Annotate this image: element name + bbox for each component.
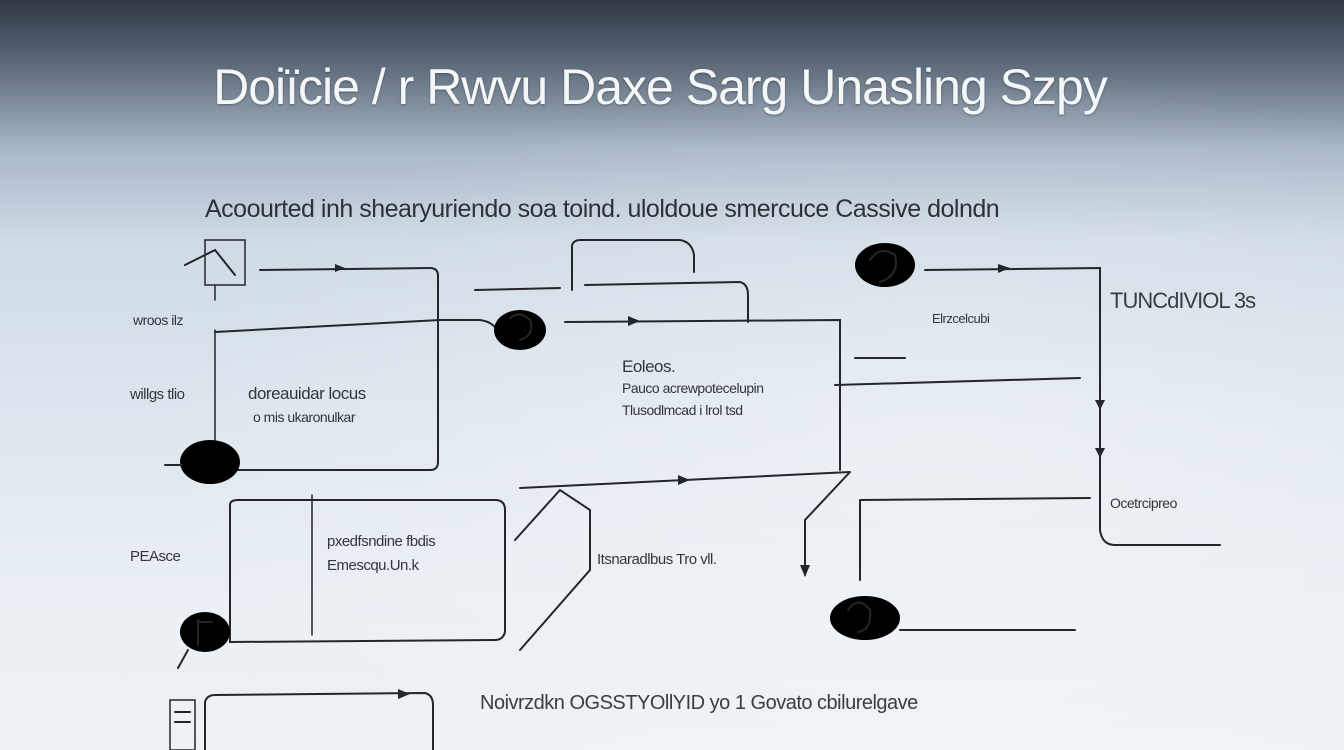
box1-line2: o mis ukaronulkar	[253, 409, 356, 425]
center-line1: Pauco acrewpotecelupin	[622, 380, 764, 396]
connector-left-box	[229, 266, 439, 471]
box1-line1: doreauidar locus	[248, 384, 366, 403]
diagram-title: Doiïcie / r Rwvu Daxe Sarg Unasling Szpy	[213, 59, 1108, 115]
document-icon-top-left	[184, 239, 246, 301]
swirl-icon-top-right	[855, 243, 915, 287]
swirl-icon-bottom-right	[830, 596, 900, 640]
label-left-mid: willgs tlio	[130, 386, 185, 403]
box2-line2: Emescqu.Un.k	[327, 557, 419, 574]
diagram-subtitle: Acoourted inh shearyuriendo soa toind. u…	[205, 195, 1000, 223]
label-left-top: wroos ilz	[133, 312, 183, 328]
right-small-label: Elrzcelcubi	[932, 311, 990, 326]
right-title: TUNCdIVIOL 3s	[1110, 288, 1256, 313]
center-line2: Tlusodlmcad i lrol tsd	[622, 402, 743, 418]
center-title: Eoleos.	[622, 357, 676, 376]
label-left-bottom: PEAsce	[130, 548, 181, 565]
connector-main-right	[564, 318, 841, 471]
footer-label: Noivrzdkn OGSSTYOllYID yo 1 Govato cbilu…	[480, 692, 918, 714]
connector-horizontal-1	[214, 319, 501, 336]
middle-bottom-label: Itsnaradlbus Tro vll.	[597, 551, 717, 568]
swirl-icon-left-mid	[164, 440, 240, 484]
swirl-icon-center	[494, 310, 546, 350]
connector-box-2	[229, 499, 506, 644]
swirl-icon-left-bottom	[177, 612, 230, 669]
connector-top-loop	[474, 239, 749, 323]
right-bottom-label: Ocetrcipreo	[1110, 495, 1177, 511]
server-icon-bottom-left	[169, 699, 196, 750]
box2-line1: pxedfsndine fbdis	[327, 533, 436, 550]
